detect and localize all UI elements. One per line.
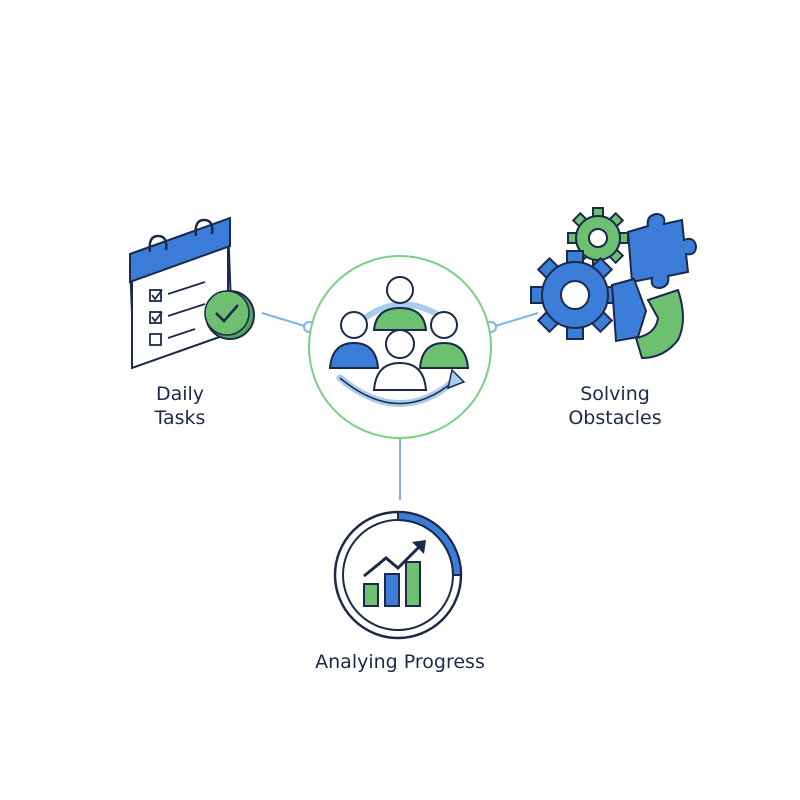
calendar-checklist-icon [128, 216, 255, 370]
gears-puzzle-icon [530, 207, 698, 360]
solving-obstacles-label: Solving Obstacles [530, 382, 700, 430]
daily-tasks-label-line1: Daily [155, 383, 205, 405]
solving-obstacles-label-line2: Obstacles [568, 407, 662, 429]
daily-tasks-label-line2: Tasks [154, 407, 206, 429]
analyzing-progress-label: Analying Progress [240, 650, 560, 674]
daily-tasks-label: Daily Tasks [110, 382, 250, 430]
connector-left [261, 312, 309, 328]
team-cycle-icon [328, 276, 470, 407]
growth-chart-icon [333, 510, 463, 640]
connector-right [491, 312, 539, 328]
analyzing-progress-label-text: Analying Progress [315, 651, 485, 673]
center-node [308, 255, 492, 439]
solving-obstacles-label-line1: Solving [580, 383, 650, 405]
